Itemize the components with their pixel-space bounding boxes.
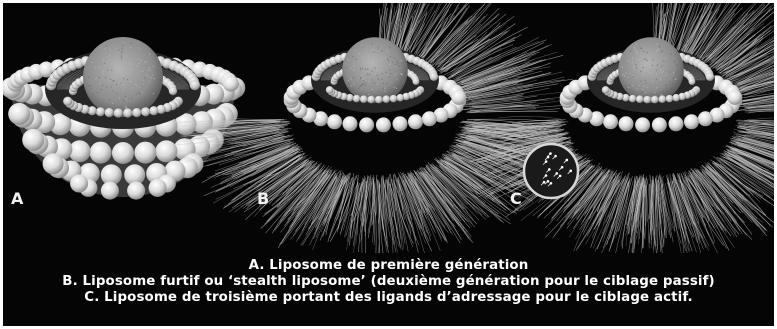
liposome-illustration xyxy=(3,3,774,253)
caption-line-b: B. Liposome furtif ou ‘stealth liposome’… xyxy=(3,274,774,290)
caption-line-a: A. Liposome de première génération xyxy=(3,258,774,274)
figure-caption: A. Liposome de première génération B. Li… xyxy=(3,258,774,306)
caption-line-c: C. Liposome de troisième portant des lig… xyxy=(3,290,774,306)
panel-a-liposome xyxy=(3,37,245,200)
panel-label-c: C xyxy=(510,191,522,207)
panel-label-a: A xyxy=(11,191,23,207)
panel-label-b: B xyxy=(257,191,269,207)
liposome-figure: A B C A. Liposome de première génération… xyxy=(3,3,774,326)
